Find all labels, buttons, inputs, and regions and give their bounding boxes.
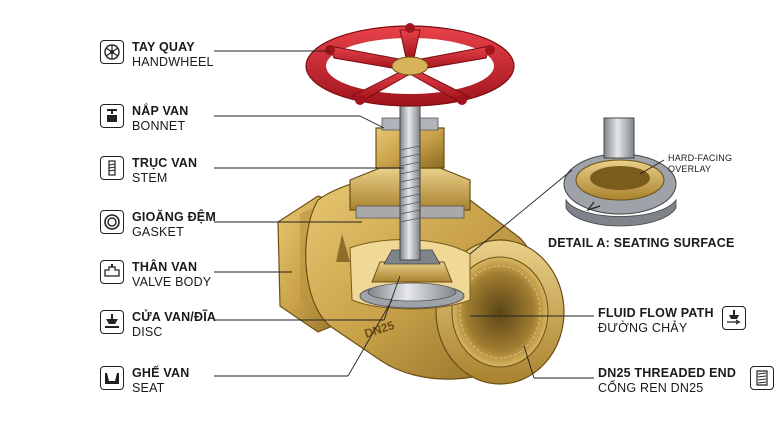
seat-icon <box>100 366 124 390</box>
disc-vi: CỬA VAN/ĐĨA <box>132 310 217 324</box>
label-valve-body: THÂN VAN VALVE BODY <box>100 260 211 290</box>
gasket-vi: GIOĂNG ĐỆM <box>132 210 216 224</box>
gasket-icon <box>100 210 124 234</box>
label-handwheel: TAY QUAY HANDWHEEL <box>100 40 214 70</box>
label-flow-path: FLUID FLOW PATH ĐƯỜNG CHẢY <box>598 306 746 336</box>
valve-body-en: VALVE BODY <box>132 275 212 289</box>
disc-en: DISC <box>132 325 163 339</box>
handwheel-icon <box>100 40 124 64</box>
bonnet-en: BONNET <box>132 119 186 133</box>
label-gasket: GIOĂNG ĐỆM GASKET <box>100 210 216 240</box>
leader-lines <box>214 50 665 379</box>
stem-icon <box>100 156 124 180</box>
stem-vi: TRỤC VAN <box>132 156 198 170</box>
handwheel-vi: TAY QUAY <box>132 40 195 54</box>
flow-path-vi: ĐƯỜNG CHẢY <box>598 321 688 335</box>
valve-body-vi: THÂN VAN <box>132 260 198 274</box>
threaded-end-icon <box>750 366 775 390</box>
label-disc: CỬA VAN/ĐĨA DISC <box>100 310 216 340</box>
valve-body-icon <box>100 260 124 284</box>
bonnet-icon <box>100 104 124 128</box>
disc-icon <box>100 310 124 334</box>
bonnet-vi: NẮP VAN <box>132 104 189 118</box>
handwheel-shape <box>305 23 515 107</box>
hard-facing-callout: HARD-FACING OVERLAY <box>668 153 732 175</box>
detail-a-title: DETAIL A: SEATING SURFACE <box>548 236 735 250</box>
callout-line-1: HARD-FACING <box>668 153 733 163</box>
detail-a-illustration <box>563 117 677 227</box>
handwheel-en: HANDWHEEL <box>132 55 214 69</box>
label-seat: GHẾ VAN SEAT <box>100 366 189 396</box>
gasket-en: GASKET <box>132 225 184 239</box>
flow-path-en: FLUID FLOW PATH <box>598 306 714 320</box>
seat-disc-shape <box>359 249 465 309</box>
threaded-end-en: DN25 THREADED END <box>598 366 737 380</box>
threaded-end-vi: CỔNG REN DN25 <box>598 381 704 395</box>
seat-vi: GHẾ VAN <box>132 366 190 380</box>
label-threaded-end: DN25 THREADED END CỔNG REN DN25 <box>598 366 775 396</box>
label-bonnet: NẮP VAN BONNET <box>100 104 189 134</box>
callout-line-2: OVERLAY <box>668 164 712 174</box>
seat-en: SEAT <box>132 381 165 395</box>
label-stem: TRỤC VAN STEM <box>100 156 197 186</box>
flow-path-icon <box>721 306 746 330</box>
stem-en: STEM <box>132 171 168 185</box>
